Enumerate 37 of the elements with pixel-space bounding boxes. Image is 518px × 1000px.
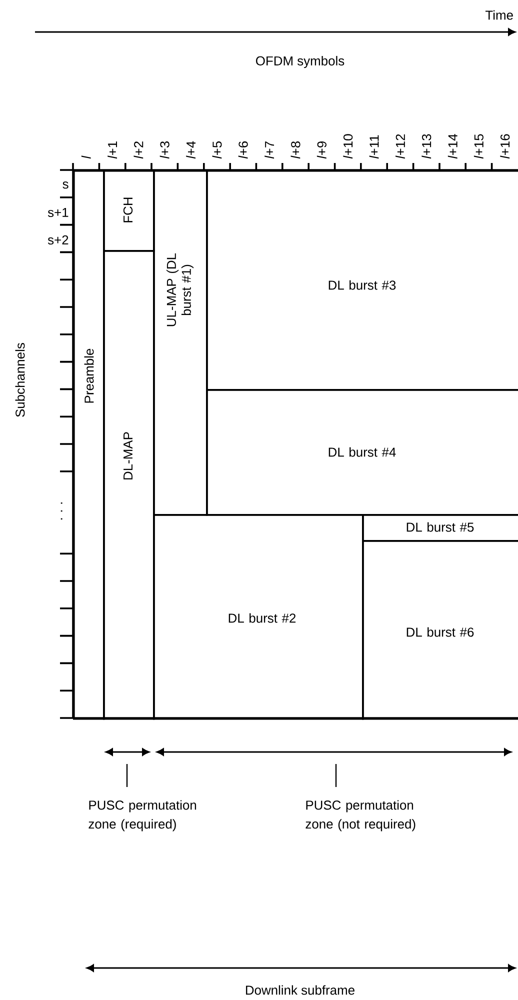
tick-label: l+3: [160, 141, 170, 159]
tick-label: l+5: [212, 141, 222, 159]
tick-label: l+2: [134, 142, 144, 159]
tick-label: l+1: [108, 142, 117, 159]
preamble-block: Preamble: [73, 170, 105, 720]
tick-label: l: [81, 156, 91, 159]
tick-label: l+6: [238, 141, 248, 159]
zone-note: PUSC permutation zone (not required): [306, 800, 416, 832]
tick-label: l+16: [500, 134, 510, 159]
tick-label: l+13: [422, 134, 432, 159]
burst-block: DL burst #6: [362, 540, 518, 720]
axis-label: Subchannels: [15, 343, 25, 417]
axis-label: Time: [485, 10, 513, 20]
tick-label: s+2: [48, 235, 68, 244]
leader-line: [335, 764, 337, 787]
tick-label: l+10: [343, 134, 353, 159]
burst-block: DL burst #3: [206, 170, 518, 391]
tick-label: l+14: [448, 134, 458, 159]
tick-label: s: [62, 182, 68, 189]
burst-block: DL burst #4: [206, 389, 518, 516]
header-block: FCH: [103, 170, 155, 252]
tick-label: l+9: [316, 141, 326, 159]
map-block: UL-MAP (DL burst #1): [153, 170, 208, 516]
map-block: DL-MAP: [103, 250, 155, 720]
leader-line: [126, 764, 128, 787]
tick-label: l+8: [290, 141, 300, 159]
tick-label: l+11: [369, 135, 379, 159]
tick-label: l+15: [474, 134, 484, 159]
zone-note: PUSC permutation zone (required): [88, 800, 196, 832]
burst-block: DL burst #2: [153, 514, 364, 720]
tick-label: s+1: [48, 208, 68, 218]
tick-label: l+12: [396, 134, 405, 159]
axis-label: OFDM symbols: [256, 56, 344, 68]
burst-block: DL burst #5: [362, 514, 518, 542]
tick-label: l+4: [186, 141, 196, 159]
tick-label: l+7: [264, 142, 274, 159]
dimension-label: Downlink subframe: [246, 985, 354, 995]
